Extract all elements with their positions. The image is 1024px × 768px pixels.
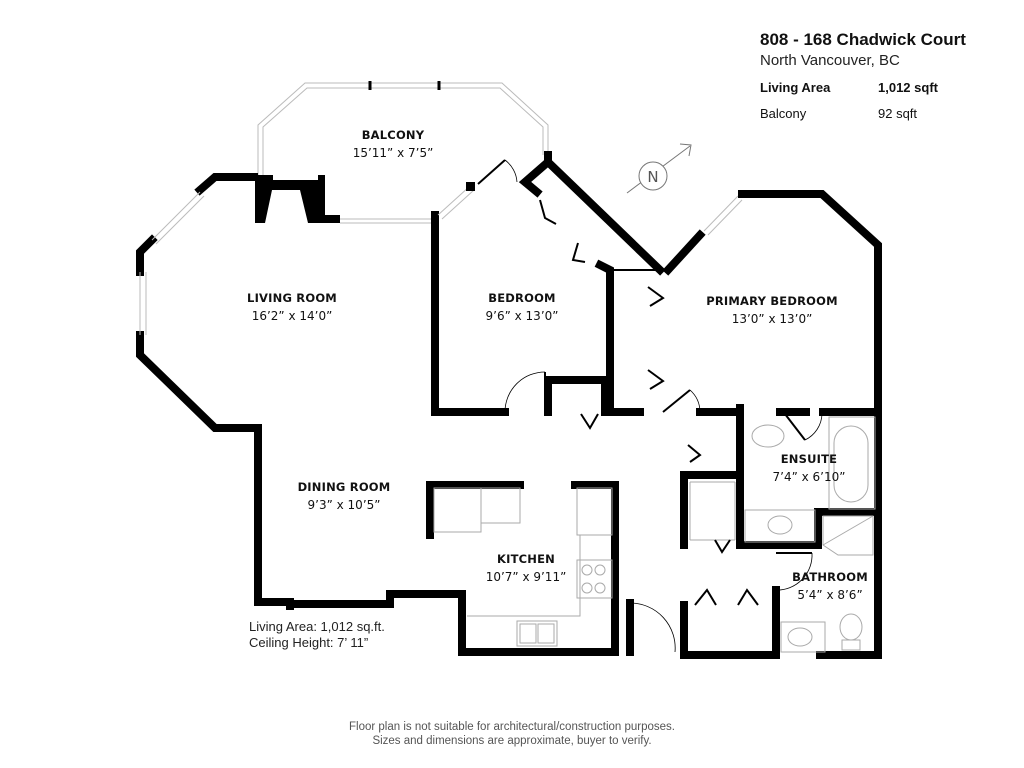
room-dims-dining-room: 9’3” x 10’5” (308, 498, 381, 512)
room-name-kitchen: KITCHEN (497, 552, 555, 566)
room-labels: BALCONY 15’11” x 7’5” LIVING ROOM 16’2” … (247, 128, 868, 602)
balcony-row: Balcony 92 sqft (760, 106, 1000, 122)
room-name-dining-room: DINING ROOM (298, 480, 391, 494)
room-name-ensuite: ENSUITE (781, 452, 837, 466)
room-dims-ensuite: 7’4” x 6’10” (773, 470, 846, 484)
exterior-walls (136, 151, 882, 659)
bath-fixtures (744, 416, 876, 653)
room-name-primary-bedroom: PRIMARY BEDROOM (706, 294, 837, 308)
room-dims-primary-bedroom: 13’0” x 13’0” (732, 312, 813, 326)
disclaimer-line-2: Sizes and dimensions are approximate, bu… (372, 735, 652, 747)
room-dims-kitchen: 10’7” x 9’11” (486, 570, 567, 584)
room-dims-bathroom: 5’4” x 8’6” (797, 588, 862, 602)
listing-address: 808 - 168 Chadwick Court (760, 30, 966, 49)
room-name-living-room: LIVING ROOM (247, 291, 337, 305)
north-arrow-icon: N (626, 143, 692, 194)
room-dims-balcony: 15’11” x 7’5” (353, 146, 434, 160)
room-name-bathroom: BATHROOM (792, 570, 868, 584)
summary-living-area: Living Area: 1,012 sq.ft. (249, 619, 385, 634)
living-area-value: 1,012 sqft (878, 80, 938, 95)
room-name-bedroom: BEDROOM (488, 291, 555, 305)
listing-info: 808 - 168 Chadwick Court North Vancouver… (760, 30, 1000, 122)
living-area-row: Living Area 1,012 sqft (760, 80, 1000, 96)
fireplace (255, 175, 340, 223)
disclaimer-line-1: Floor plan is not suitable for architect… (349, 721, 675, 733)
room-dims-bedroom: 9’6” x 13’0” (486, 309, 559, 323)
balcony-value: 92 sqft (878, 106, 918, 121)
listing-city: North Vancouver, BC (760, 52, 900, 69)
balcony-label: Balcony (760, 106, 807, 121)
room-name-balcony: BALCONY (362, 128, 425, 142)
living-area-label: Living Area (760, 80, 831, 95)
summary-ceiling-height: Ceiling Height: 7’ 11” (249, 635, 369, 650)
kitchen-fixtures (433, 487, 613, 647)
disclaimer: Floor plan is not suitable for architect… (0, 720, 1024, 748)
balcony-railing (257, 81, 549, 180)
svg-text:N: N (647, 168, 658, 186)
plan-summary: Living Area: 1,012 sq.ft. Ceiling Height… (249, 619, 385, 651)
room-dims-living-room: 16’2” x 14’0” (252, 309, 333, 323)
